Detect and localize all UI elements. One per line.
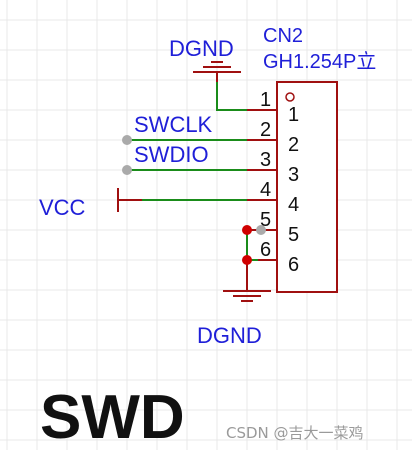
inner-pin-number: 1 <box>288 104 299 126</box>
inner-pin-numbers: 1 2 3 4 5 6 <box>288 104 299 276</box>
outer-pin-number: 1 <box>260 89 271 111</box>
junction-pin5 <box>242 225 252 235</box>
inner-pin-number: 5 <box>288 224 299 246</box>
outer-pin-number: 6 <box>260 239 271 261</box>
net-label-swdio: SWDIO <box>134 142 209 167</box>
net-label-swclk: SWCLK <box>134 112 213 137</box>
outer-pin-number: 3 <box>260 149 271 171</box>
net-anchor-swclk[interactable] <box>122 135 132 145</box>
wires <box>127 82 258 261</box>
ground-symbol-bottom <box>223 260 271 302</box>
junction-pin6 <box>242 255 252 265</box>
net-label-vcc: VCC <box>39 195 86 220</box>
net-anchor-swdio[interactable] <box>122 165 132 175</box>
connector-body[interactable] <box>276 81 338 293</box>
inner-pin-number: 2 <box>288 134 299 156</box>
wire-dgnd-top <box>216 82 247 111</box>
net-label-dgnd-top: DGND <box>169 36 234 61</box>
net-anchor-pin5[interactable] <box>256 225 266 235</box>
watermark: CSDN @吉大一菜鸡 <box>226 424 364 442</box>
connector-refdes: CN2 <box>263 25 303 47</box>
diagram-title: SWD <box>40 383 185 450</box>
outer-pin-number: 5 <box>260 209 271 231</box>
inner-pin-number: 4 <box>288 194 299 216</box>
pin1-marker <box>285 92 295 102</box>
net-label-dgnd-bottom: DGND <box>197 323 262 348</box>
connector-value: GH1.254P立 <box>263 50 376 73</box>
ground-symbol-top <box>193 61 241 82</box>
outer-pin-numbers: 1 2 3 4 5 6 <box>260 89 271 261</box>
inner-pin-number: 3 <box>288 164 299 186</box>
inner-pin-number: 6 <box>288 254 299 276</box>
outer-pin-number: 2 <box>260 119 271 141</box>
outer-pin-number: 4 <box>260 179 271 201</box>
